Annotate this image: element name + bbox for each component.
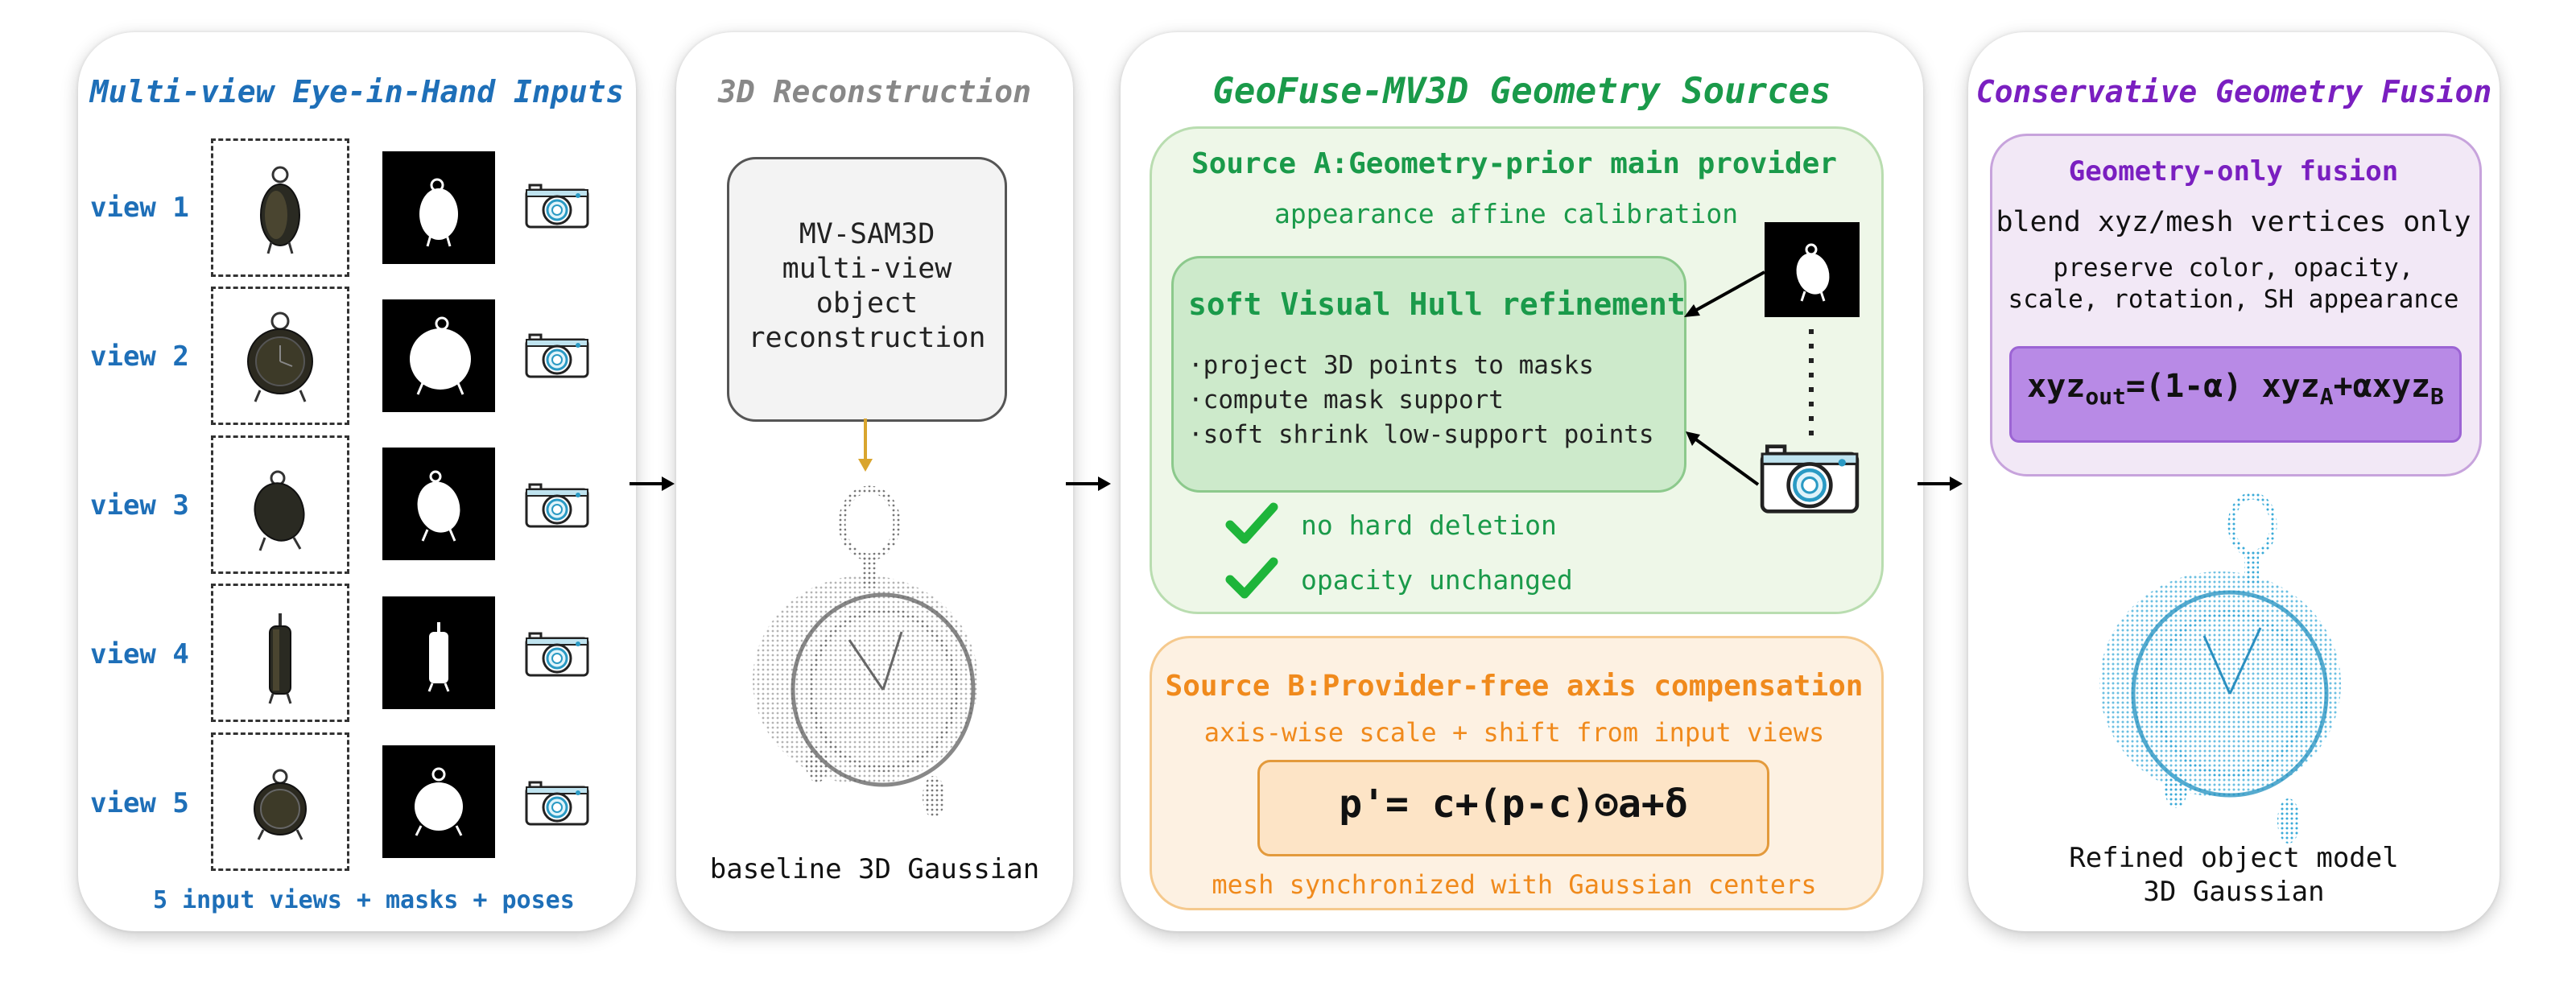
source-a-title: Source A:Geometry-prior main provider [1191, 147, 1837, 180]
mask-silhouette-icon [415, 767, 463, 836]
check-icon [1225, 502, 1278, 544]
refined-point-cloud [2099, 492, 2341, 844]
view-3-image [211, 435, 349, 574]
formula-xyz: xyz [2027, 368, 2086, 405]
dotted-line [1809, 329, 1814, 435]
view-3-label: view 3 [90, 489, 189, 522]
arrow-right-icon [1066, 476, 1111, 491]
arrows-to-hull [1684, 270, 1765, 486]
source-b-formula-box [1257, 760, 1769, 856]
panel-fusion-title: Conservative Geometry Fusion [1975, 74, 2492, 109]
mask-silhouette-icon [419, 178, 458, 247]
source-b-footer: mesh synchronized with Gaussian centers [1212, 869, 1817, 900]
fusion-formula: xyzout=(1-α) xyzA+αxyzB [2009, 368, 2462, 410]
formula-mid: =(1-α) xyz [2125, 368, 2320, 405]
clock-object-icon [254, 470, 305, 551]
mask-silhouette-icon [410, 316, 471, 395]
view-1-mask [382, 151, 495, 264]
source-b-subtitle: axis-wise scale + shift from input views [1203, 717, 1825, 748]
fusion-box-title: Geometry-only fusion [2068, 155, 2399, 188]
box-line-3: object [815, 287, 919, 320]
camera-icon [525, 481, 589, 530]
panel-geometry-sources-title: GeoFuse-MV3D Geometry Sources [1212, 71, 1831, 112]
fusion-line-1: blend xyz/mesh vertices only [1996, 206, 2471, 238]
source-a-mask [1765, 222, 1860, 317]
clock-object-icon [254, 769, 307, 840]
view-5-image [211, 732, 349, 871]
camera-icon [525, 332, 589, 380]
refined-caption-line-2: 3D Gaussian [2143, 876, 2325, 908]
view-4-label: view 4 [90, 638, 189, 670]
baseline-point-cloud [753, 485, 978, 818]
arrow-down-icon [858, 419, 873, 472]
camera-icon [1760, 441, 1860, 517]
check-icon [1225, 557, 1278, 599]
source-b-formula: p'= c+(p-c)⊙a+δ [1339, 782, 1688, 827]
box-line-4: reconstruction [748, 322, 986, 354]
view-4-image [211, 584, 349, 722]
source-b-title: Source B:Provider-free axis compensation [1165, 670, 1864, 703]
view-5-label: view 5 [90, 787, 189, 819]
view-1-image [211, 138, 349, 277]
visual-hull-bullet-2: ·compute mask support [1188, 386, 1504, 415]
panel-reconstruction-title: 3D Reconstruction [718, 74, 1031, 109]
mask-silhouette-icon [417, 470, 460, 542]
panel-inputs [78, 32, 636, 931]
visual-hull-bullet-3: ·soft shrink low-support points [1188, 420, 1654, 449]
formula-sub-b: B [2430, 383, 2444, 410]
mask-silhouette-icon [1796, 243, 1830, 302]
box-line-2: multi-view [782, 253, 952, 285]
check-opacity-unchanged: opacity unchanged [1301, 564, 1573, 596]
box-line-1: MV-SAM3D [799, 218, 935, 250]
view-4-mask [382, 596, 495, 709]
formula-sub-a: A [2319, 383, 2334, 410]
formula-plus: +αxyz [2333, 368, 2431, 405]
view-2-image [211, 287, 349, 425]
arrow-right-icon [1918, 476, 1963, 491]
visual-hull-bullet-1: ·project 3D points to masks [1188, 351, 1594, 380]
clock-object-icon [260, 166, 300, 254]
clock-object-icon [268, 613, 292, 704]
mask-silhouette-icon [427, 622, 450, 692]
mv-sam3d-box: MV-SAM3D multi-view object reconstructio… [727, 157, 1007, 422]
fusion-line-3: scale, rotation, SH appearance [2008, 285, 2459, 314]
formula-sub-out: out [2085, 383, 2126, 410]
camera-icon [525, 779, 589, 827]
clock-object-icon [247, 311, 313, 402]
view-5-mask [382, 745, 495, 858]
view-2-mask [382, 299, 495, 412]
camera-icon [525, 630, 589, 679]
visual-hull-box [1171, 256, 1686, 493]
source-a-subtitle: appearance affine calibration [1274, 198, 1739, 229]
check-no-hard-deletion: no hard deletion [1301, 510, 1557, 541]
fusion-formula-box [2009, 346, 2462, 443]
fusion-line-2: preserve color, opacity, [2053, 254, 2414, 283]
visual-hull-title: soft Visual Hull refinement [1188, 287, 1686, 322]
camera-icon [525, 182, 589, 230]
view-2-label: view 2 [90, 340, 189, 373]
view-1-label: view 1 [90, 192, 189, 224]
refined-caption-line-1: Refined object model [2069, 842, 2399, 874]
inputs-footer: 5 input views + masks + poses [153, 886, 575, 914]
baseline-caption: baseline 3D Gaussian [709, 853, 1040, 885]
view-3-mask [382, 448, 495, 560]
panel-inputs-title: Multi-view Eye-in-Hand Inputs [89, 74, 625, 109]
arrow-right-icon [630, 476, 675, 491]
